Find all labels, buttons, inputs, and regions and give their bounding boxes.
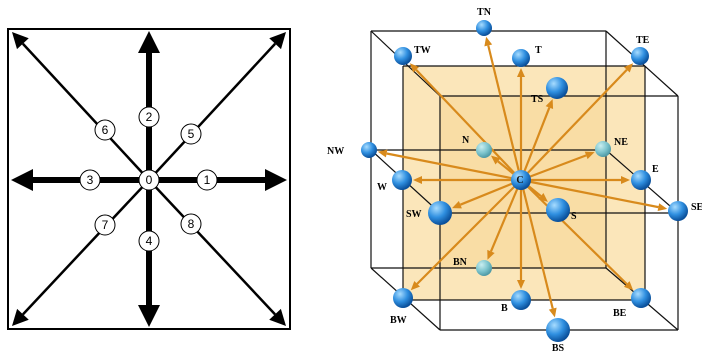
node-sphere-s [546,198,570,222]
node-sphere-t [512,49,530,67]
d3q19-diagram: C TN TW T TE TS N NE NW E W SW S SE BN B… [327,7,702,354]
node-sphere-b [511,290,531,310]
arrow-to-tn [484,36,523,181]
node-sphere-tw [394,47,412,65]
d2q9-arrow-east [149,169,287,191]
d3q19-labels: C TN TW T TE TS N NE NW E W SW S SE BN B… [327,7,702,354]
d2q9-label-5: 5 [188,127,195,141]
d3q19-label-C: C [516,175,523,186]
node-sphere-bs [546,318,570,342]
d2q9-node-8: 8 [180,213,202,235]
arrow-to-ts [519,99,554,181]
node-sphere-c [511,170,531,190]
arrow-to-b [517,180,525,289]
d3q19-label-TN: TN [477,7,492,18]
arrow-to-w [413,176,521,184]
d2q9-node-2: 2 [138,106,160,128]
d2q9-node-6: 6 [94,119,116,141]
node-sphere-ne [595,141,611,157]
d3q19-label-E: E [652,164,659,175]
d3q19-label-BW: BW [390,315,407,326]
d2q9-arrow-north [138,31,160,180]
node-sphere-te [631,47,649,65]
node-sphere-e [631,170,651,190]
d2q9-node-7: 7 [94,214,116,236]
d2q9-node-1: 1 [196,169,218,191]
arrow-to-bw [410,179,522,291]
d2q9-label-0: 0 [146,173,153,187]
arrow-to-te [520,63,634,181]
arrow-to-bs [519,179,557,318]
node-sphere-be [631,288,651,308]
d3q19-label-NW: NW [327,146,344,157]
d2q9-node-4: 4 [138,230,160,252]
d2q9-arrow-southeast [148,179,286,326]
d2q9-diagram: 0 1 2 3 4 5 6 [7,28,291,330]
d2q9-arrows [11,31,287,327]
arrow-to-nw [377,149,522,182]
d3q19-label-BE: BE [613,308,627,319]
d2q9-arrow-southwest [12,179,150,326]
node-sphere-bn [476,260,492,276]
d3q19-label-B: B [501,303,508,314]
node-sphere-tn [476,20,492,36]
arrow-to-sw [452,178,522,209]
d2q9-arrow-northeast [148,32,286,181]
node-sphere-ts [546,77,568,99]
arrow-to-t [517,68,525,180]
d2q9-label-1: 1 [204,173,211,187]
d3q19-label-TE: TE [636,35,650,46]
d2q9-label-8: 8 [188,217,195,231]
node-sphere-se [668,201,688,221]
d3q19-label-TS: TS [531,94,544,105]
d2q9-node-3: 3 [79,169,101,191]
d2q9-arrow-northwest [12,32,150,181]
d2q9-arrow-south [138,180,160,327]
d3q19-label-N: N [462,135,470,146]
arrow-to-bn [487,179,523,260]
arrow-to-be [520,179,634,291]
d3q19-label-BS: BS [552,343,565,354]
d2q9-frame [7,28,291,330]
d2q9-node-0: 0 [138,169,160,191]
node-sphere-n [476,142,492,158]
arrow-to-tw [409,63,522,181]
d2q9-label-6: 6 [102,123,109,137]
d2q9-label-7: 7 [102,218,109,232]
d2q9-label-3: 3 [87,173,94,187]
d2q9-node-5: 5 [180,123,202,145]
node-sphere-sw [428,201,452,225]
arrow-to-e [521,176,630,184]
d3q19-label-BN: BN [453,257,468,268]
d3q19-label-T: T [535,45,542,56]
d3q19-label-SE: SE [691,202,702,213]
d3q19-label-TW: TW [414,45,431,56]
node-sphere-bw [393,288,413,308]
node-sphere-w [392,170,412,190]
d3q19-label-W: W [377,182,387,193]
d3q19-label-S: S [571,211,577,222]
d3q19-label-SW: SW [406,209,422,220]
node-sphere-nw [361,142,377,158]
d2q9-label-4: 4 [146,234,153,248]
arrow-to-se [520,178,668,212]
d3q19-arrows [377,36,668,318]
d3q19-label-NE: NE [614,137,628,148]
d3q19-nodes [361,20,688,342]
arrow-to-ne [520,151,595,182]
d2q9-label-2: 2 [146,110,153,124]
d2q9-nodes: 0 1 2 3 4 5 6 [79,106,218,252]
